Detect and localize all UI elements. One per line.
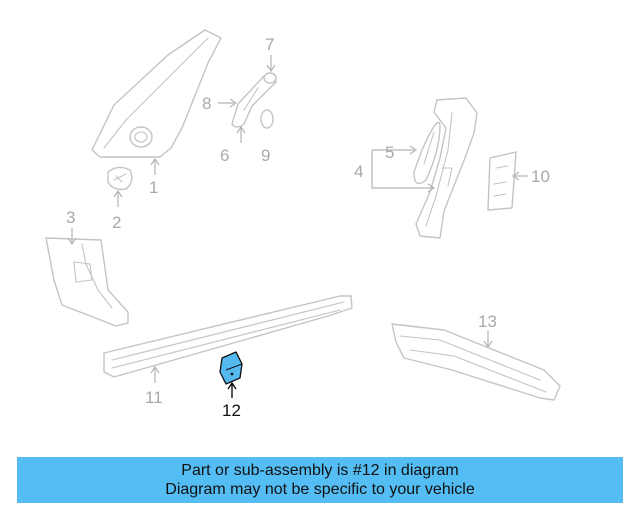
parts-diagram: 1 2 3 4 5 6 7 8 9 10 11 12 13 — [45, 29, 561, 420]
callout-1: 1 — [149, 178, 158, 197]
part-6-7-8-9-handle — [231, 72, 277, 129]
part-4-b-pillar-trim — [415, 97, 478, 239]
part-5-grab-handle — [413, 121, 441, 185]
info-banner: Part or sub-assembly is #12 in diagram D… — [17, 457, 623, 503]
callout-2: 2 — [112, 213, 121, 232]
part-3-cowl-trim — [45, 237, 129, 327]
callout-6: 6 — [220, 146, 229, 165]
part-11-sill-plate — [103, 295, 353, 378]
callout-5: 5 — [385, 143, 394, 162]
leader-lines — [67, 55, 528, 398]
banner-line-2: Diagram may not be specific to your vehi… — [165, 481, 475, 498]
part-1-a-pillar-trim — [91, 29, 222, 158]
part-2-cap — [107, 166, 133, 191]
callout-13: 13 — [478, 312, 497, 331]
callout-9: 9 — [261, 146, 270, 165]
callout-8: 8 — [202, 94, 211, 113]
part-13-rear-sill — [391, 323, 561, 401]
callout-7: 7 — [265, 35, 274, 54]
callout-4: 4 — [354, 162, 363, 181]
part-10-bracket — [487, 151, 517, 211]
callout-10: 10 — [531, 167, 550, 186]
callout-11: 11 — [145, 388, 163, 407]
callout-3: 3 — [66, 208, 75, 227]
part-12-clip — [219, 351, 243, 385]
banner-line-1: Part or sub-assembly is #12 in diagram — [181, 462, 459, 479]
callout-labels: 1 2 3 4 5 6 7 8 9 10 11 12 13 — [66, 35, 550, 420]
callout-12: 12 — [222, 401, 241, 420]
